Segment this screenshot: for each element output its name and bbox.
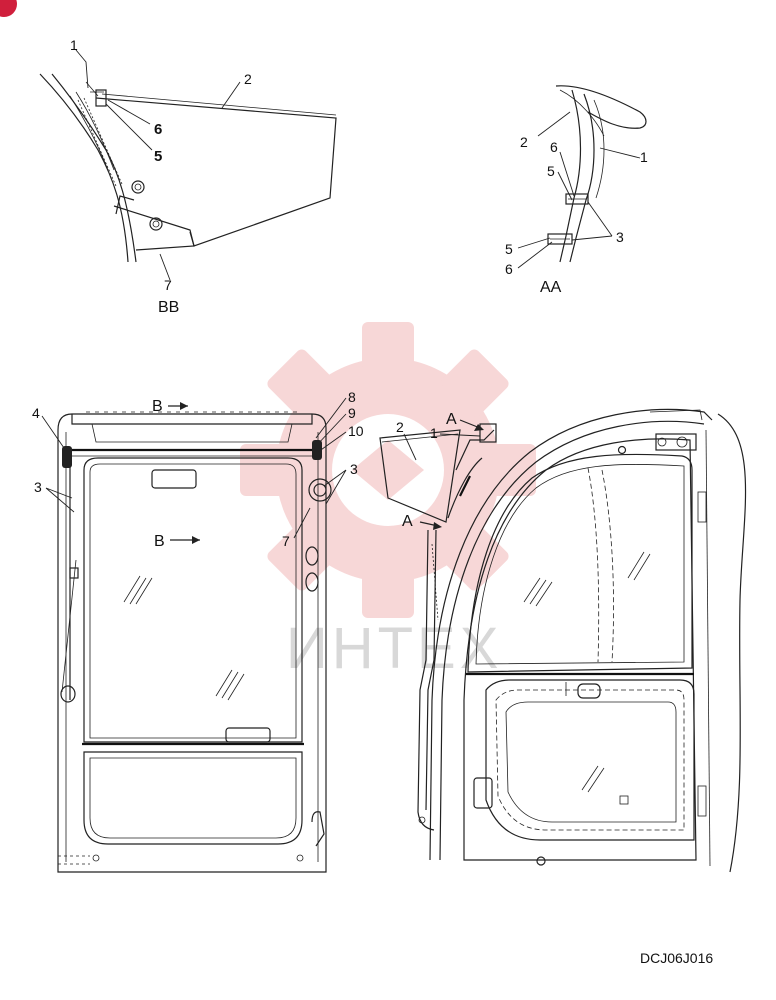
front-callout-8: 8 (348, 389, 356, 405)
view-aa-drawing (517, 85, 647, 269)
front-callout-7: 7 (282, 533, 290, 549)
front-callout-10: 10 (348, 423, 364, 439)
bb-callout-6: 6 (154, 121, 162, 138)
bb-callout-2: 2 (244, 71, 252, 87)
aa-callout-5b: 5 (505, 241, 513, 257)
drawing-code: DCJ06J016 (640, 950, 713, 966)
bb-callout-5: 5 (154, 148, 162, 165)
front-callout-3b: 3 (350, 461, 358, 477)
front-section-mark-top: B (152, 398, 163, 415)
view-bb-drawing (39, 49, 337, 281)
aa-callout-3: 3 (616, 229, 624, 245)
front-view-drawing (41, 397, 347, 873)
front-callout-3: 3 (34, 479, 42, 495)
aa-callout-6b: 6 (505, 261, 513, 277)
front-section-mark-mid: B (154, 533, 165, 550)
side-callout-2: 2 (396, 419, 404, 435)
brand-badge (0, 0, 17, 17)
bb-view-title: BB (158, 299, 179, 316)
bb-callout-7: 7 (164, 277, 172, 293)
side-callout-1: 1 (430, 425, 438, 441)
side-section-mark-top: A (446, 411, 457, 428)
aa-callout-1: 1 (640, 149, 648, 165)
watermark-text: ИНТЕХ (286, 616, 502, 681)
side-section-mark-mid: A (402, 513, 413, 530)
front-callout-4: 4 (32, 405, 40, 421)
aa-callout-6: 6 (550, 139, 558, 155)
side-view-drawing (379, 408, 747, 873)
aa-view-title: AA (540, 279, 562, 296)
aa-callout-2: 2 (520, 134, 528, 150)
aa-callout-5: 5 (547, 163, 555, 179)
watermark-gear-icon (240, 322, 536, 618)
bb-callout-1: 1 (70, 37, 78, 53)
front-callout-9: 9 (348, 405, 356, 421)
